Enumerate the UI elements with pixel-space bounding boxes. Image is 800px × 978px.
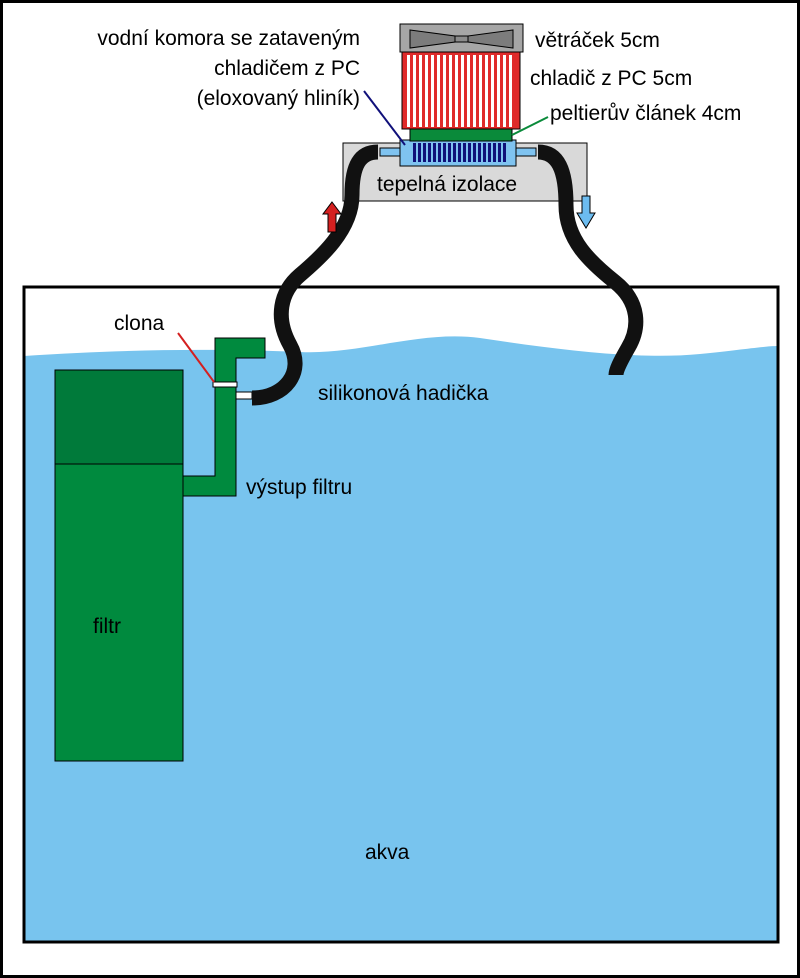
heatsink-fin-gap [473, 55, 476, 127]
heatsink-fin-gap [467, 55, 470, 127]
chamber-fin [478, 143, 481, 162]
heatsink-fin-gap [491, 55, 494, 127]
peltier-element [409, 128, 513, 142]
label-aquarium: akva [365, 841, 410, 864]
heatsink-fin-gap [413, 55, 416, 127]
orifice [212, 381, 238, 388]
label-filter: filtr [93, 615, 121, 638]
chamber-fin [493, 143, 496, 162]
filter-outlet-pipe [182, 337, 266, 497]
orifice-pointer [177, 332, 215, 383]
chamber-fin [473, 143, 476, 162]
label-filter-outlet: výstup filtru [246, 476, 353, 499]
chamber-fin [428, 143, 431, 162]
heatsink-fin-gap [455, 55, 458, 127]
label-water-chamber-line1: vodní komora se zataveným [97, 27, 360, 50]
chamber-fin [448, 143, 451, 162]
heatsink-fin-gap [431, 55, 434, 127]
aquarium-tank [22, 285, 780, 944]
chamber-fin [503, 143, 506, 162]
hose-left [251, 144, 379, 406]
chamber-fin [453, 143, 456, 162]
chamber-pointer [363, 90, 406, 146]
label-water-chamber-line3: (eloxovaný hliník) [196, 87, 360, 110]
heatsink-fins [407, 55, 512, 127]
label-water-chamber-line2: chladičem z PC [214, 57, 360, 80]
chamber-fin [418, 143, 421, 162]
cold-flow-arrow [576, 195, 596, 229]
chamber-fin [498, 143, 501, 162]
heatsink-fin-gap [503, 55, 506, 127]
chamber-fin [438, 143, 441, 162]
chamber-fin [458, 143, 461, 162]
heatsink-fin-gap [419, 55, 422, 127]
chamber-fin [413, 143, 416, 162]
hose-connector [235, 391, 253, 400]
heatsink-fin-gap [461, 55, 464, 127]
heatsink-fin-gap [437, 55, 440, 127]
chamber-fin [483, 143, 486, 162]
filter-body [54, 463, 184, 762]
label-hose: silikonová hadička [318, 382, 489, 405]
peltier-pointer [511, 116, 549, 136]
heatsink-fin-gap [443, 55, 446, 127]
chamber-fin [433, 143, 436, 162]
heatsink-fin-gap [485, 55, 488, 127]
heatsink-fin-gap [425, 55, 428, 127]
label-heatsink: chladič z PC 5cm [530, 67, 693, 90]
heatsink-fin-gap [479, 55, 482, 127]
heatsink-fin-gap [407, 55, 410, 127]
label-peltier: peltierův článek 4cm [550, 102, 742, 125]
fan-hub [454, 35, 469, 43]
chamber-fin [488, 143, 491, 162]
chamber-fins [413, 143, 506, 162]
chamber-fin [468, 143, 471, 162]
label-insulation: tepelná izolace [377, 173, 518, 196]
hose-right [537, 144, 644, 376]
label-fan: větráček 5cm [535, 29, 660, 52]
label-orifice: clona [114, 312, 165, 335]
warm-flow-arrow [322, 201, 342, 233]
chamber-fin [463, 143, 466, 162]
filter-top [54, 369, 184, 465]
heatsink-fin-gap [497, 55, 500, 127]
heatsink-fin-gap [509, 55, 512, 127]
chamber-fin [423, 143, 426, 162]
chamber-fin [443, 143, 446, 162]
chamber-outlet [515, 147, 537, 157]
chamber-inlet [379, 147, 401, 157]
heatsink-fin-gap [449, 55, 452, 127]
